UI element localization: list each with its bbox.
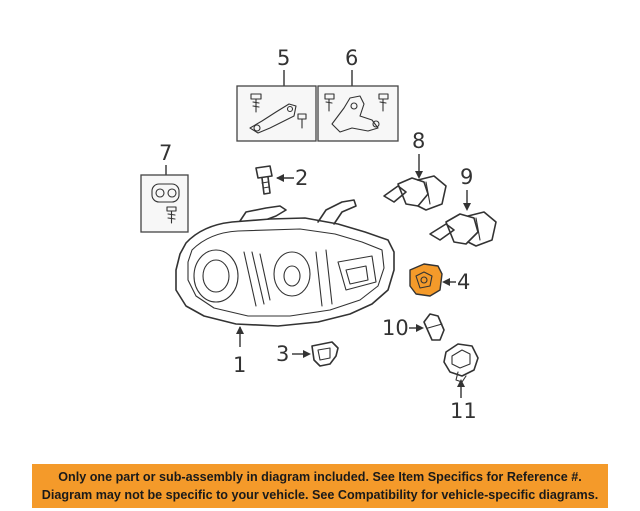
bolt-icon [255, 165, 273, 195]
screw-icon [250, 93, 262, 113]
callout-4: 4 [457, 270, 470, 294]
callout-2: 2 [295, 166, 308, 190]
bracket-6-icon [331, 95, 379, 133]
socket-icon [443, 343, 479, 383]
part-6-bracket-kit[interactable]: 6 [317, 46, 399, 142]
screw-icon [324, 93, 335, 112]
part-9-bulb[interactable]: 9 [429, 165, 497, 247]
socket-icon [409, 263, 443, 297]
disclaimer-line-2: Diagram may not be specific to your vehi… [41, 488, 599, 502]
part-1-headlamp-assembly[interactable]: 1 [175, 199, 395, 377]
callout-9: 9 [460, 165, 473, 189]
bracket-5-icon [249, 103, 297, 134]
screw-icon [166, 206, 177, 224]
screw-icon [378, 93, 389, 112]
callout-3: 3 [276, 342, 289, 366]
callout-5: 5 [277, 46, 290, 70]
disclaimer-line-1: Only one part or sub-assembly in diagram… [58, 470, 582, 484]
bulb-icon [429, 211, 497, 247]
callout-8: 8 [412, 129, 425, 153]
disclaimer-banner: Only one part or sub-assembly in diagram… [32, 464, 608, 508]
part-7-adjuster-kit[interactable]: 7 [140, 141, 189, 233]
part-2-bolt[interactable]: 2 [255, 165, 308, 195]
adjuster-icon [151, 183, 180, 203]
headlamp-icon [175, 199, 395, 327]
part-6-box [317, 85, 399, 142]
part-10-bulb[interactable]: 10 [382, 313, 445, 341]
callout-10: 10 [382, 316, 409, 340]
callout-1: 1 [233, 353, 246, 377]
part-4-socket[interactable]: 4 [409, 263, 470, 297]
part-3-clip[interactable]: 3 [276, 341, 339, 367]
callout-11: 11 [450, 399, 477, 423]
clip-icon [311, 341, 339, 367]
part-8-bulb[interactable]: 8 [383, 129, 447, 211]
callout-7: 7 [159, 141, 172, 165]
part-5-bracket-kit[interactable]: 5 [236, 46, 317, 142]
bulb-icon [383, 175, 447, 211]
bulb-icon [423, 313, 445, 341]
callout-6: 6 [345, 46, 358, 70]
screw-icon [297, 113, 307, 129]
part-11-socket[interactable]: 11 [443, 343, 479, 423]
